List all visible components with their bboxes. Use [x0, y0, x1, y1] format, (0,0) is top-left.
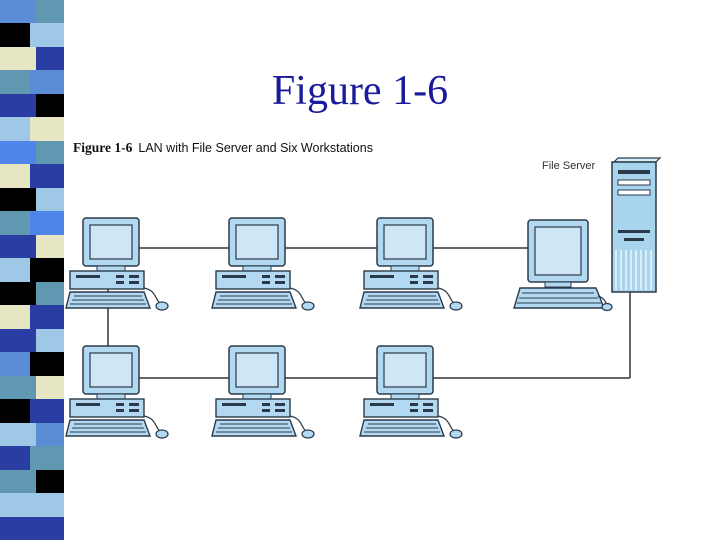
left-strip-block: [30, 305, 64, 330]
file-server-label: File Server: [542, 160, 596, 172]
left-strip-block: [0, 469, 36, 494]
left-strip-block: [0, 187, 36, 212]
left-strip-block: [36, 516, 64, 540]
left-strip-block: [36, 187, 64, 212]
left-strip-block: [0, 117, 30, 142]
left-strip-block: [36, 469, 64, 494]
left-strip-block: [0, 375, 36, 400]
left-strip-block: [36, 140, 64, 165]
workstation-top-2: [211, 217, 315, 311]
workstation-top-3: [359, 217, 463, 311]
left-strip-block: [0, 140, 36, 165]
left-strip-block: [0, 23, 30, 48]
left-strip-block: [30, 258, 64, 283]
left-strip-block: [30, 211, 64, 236]
figure-caption-text: LAN with File Server and Six Workstation…: [138, 141, 373, 155]
slide-title: Figure 1-6: [271, 68, 449, 114]
left-strip-block: [30, 70, 64, 95]
left-strip-block: [0, 164, 30, 189]
left-strip-block: [30, 117, 64, 142]
left-strip-block: [36, 281, 64, 306]
workstation-bottom-3: [359, 345, 463, 439]
left-strip-block: [0, 493, 30, 517]
left-strip-block: [0, 258, 30, 283]
figure-caption: Figure 1-6 LAN with File Server and Six W…: [73, 140, 373, 156]
left-strip-block: [36, 234, 64, 259]
left-strip-block: [0, 305, 30, 330]
workstation-bottom-1: [65, 345, 169, 439]
left-strip-block: [0, 0, 36, 24]
left-strip-block: [36, 93, 64, 118]
workstation-bottom-2: [211, 345, 315, 439]
left-strip-block: [30, 446, 64, 471]
left-strip-block: [30, 493, 64, 517]
figure-caption-number: Figure 1-6: [73, 140, 133, 155]
left-strip-block: [0, 93, 36, 118]
left-strip-block: [0, 234, 36, 259]
left-strip-block: [0, 399, 30, 424]
left-strip-block: [36, 422, 64, 447]
left-strip-block: [36, 0, 64, 24]
left-strip-block: [30, 23, 64, 48]
left-strip-block: [0, 352, 30, 377]
left-strip-block: [0, 516, 36, 540]
left-strip-block: [0, 211, 30, 236]
left-strip-block: [30, 164, 64, 189]
left-decor-strip: [0, 0, 68, 540]
left-strip-block: [36, 46, 64, 71]
server-console: [513, 219, 613, 312]
file-server-tower: [611, 157, 662, 293]
left-strip-block: [30, 399, 64, 424]
left-strip-block: [36, 375, 64, 400]
left-strip-block: [0, 328, 36, 353]
left-strip-block: [0, 281, 36, 306]
left-strip-block: [0, 70, 30, 95]
left-strip-block: [0, 46, 36, 71]
workstation-top-1: [65, 217, 169, 311]
left-strip-block: [0, 422, 36, 447]
left-strip-block: [0, 446, 30, 471]
left-strip-block: [30, 352, 64, 377]
left-strip-block: [36, 328, 64, 353]
